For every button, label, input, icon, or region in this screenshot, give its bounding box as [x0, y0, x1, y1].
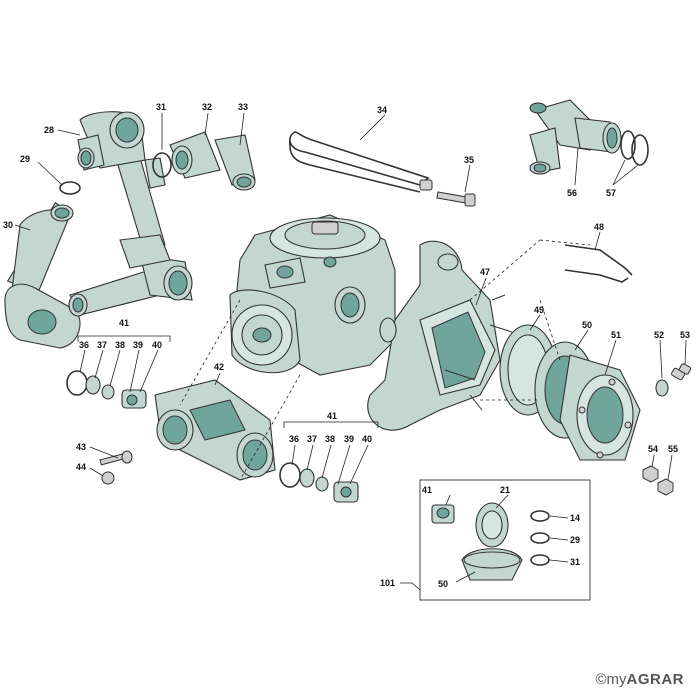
assembly-lines — [179, 239, 591, 481]
callout-101: 101 — [380, 578, 395, 588]
callout-47: 47 — [480, 267, 490, 277]
valve-53 — [671, 363, 692, 381]
callout-37-lower: 37 — [307, 434, 317, 444]
callout-32: 32 — [202, 102, 212, 112]
callout-51: 51 — [611, 330, 621, 340]
callout-29-kit: 29 — [570, 535, 580, 545]
manifold-42 — [154, 379, 276, 481]
callout-44: 44 — [76, 462, 86, 472]
callout-35: 35 — [464, 155, 474, 165]
nut-55 — [657, 478, 674, 496]
bolt-43 — [99, 450, 133, 466]
callout-55: 55 — [668, 444, 678, 454]
callout-50-kit: 50 — [438, 579, 448, 589]
repair-kit-101 — [400, 479, 591, 601]
callout-43: 43 — [76, 442, 86, 452]
callout-41-kit: 41 — [422, 485, 432, 495]
nut-54 — [642, 465, 659, 483]
cover-51 — [559, 354, 641, 461]
callout-42: 42 — [214, 362, 224, 372]
callout-50: 50 — [582, 320, 592, 330]
housing-47 — [367, 240, 513, 431]
callout-41-lower: 41 — [327, 411, 337, 421]
callout-40-lower: 40 — [362, 434, 372, 444]
callout-39-upper: 39 — [133, 340, 143, 350]
o-rings-57 — [620, 130, 649, 166]
callout-56: 56 — [567, 188, 577, 198]
leader-lines — [14, 112, 687, 583]
copyright-icon: © — [595, 671, 607, 688]
callout-37-upper: 37 — [97, 340, 107, 350]
callout-54: 54 — [648, 444, 658, 454]
callout-39-lower: 39 — [344, 434, 354, 444]
callout-36-lower: 36 — [289, 434, 299, 444]
pump-body — [229, 214, 396, 376]
callout-33: 33 — [238, 102, 248, 112]
callout-41-upper: 41 — [119, 318, 129, 328]
bolt-35 — [436, 191, 476, 207]
callout-49: 49 — [534, 305, 544, 315]
callout-48: 48 — [594, 222, 604, 232]
bracket-34 — [289, 131, 433, 193]
bracket-48 — [564, 244, 633, 283]
suction-pipe-assembly — [4, 111, 256, 349]
watermark-brand: AGRAR — [626, 671, 684, 688]
callout-38-upper: 38 — [115, 340, 125, 350]
valve-group-lower — [279, 462, 359, 503]
valve-group-upper — [66, 370, 147, 409]
bolt-44 — [101, 471, 115, 485]
callout-30: 30 — [3, 220, 13, 230]
fitting-56 — [529, 99, 622, 175]
callout-28: 28 — [44, 125, 54, 135]
callout-labels: 28 29 30 31 32 33 34 35 56 57 48 47 49 5… — [3, 102, 690, 589]
watermark: ©myAGRAR — [595, 671, 684, 688]
callout-31: 31 — [156, 102, 166, 112]
callout-38-lower: 38 — [325, 434, 335, 444]
callout-53: 53 — [680, 330, 690, 340]
callout-40-upper: 40 — [152, 340, 162, 350]
callout-34: 34 — [377, 105, 387, 115]
plug-52 — [655, 379, 669, 397]
watermark-prefix: my — [606, 671, 627, 688]
callout-29: 29 — [20, 154, 30, 164]
callout-36-upper: 36 — [79, 340, 89, 350]
callout-14: 14 — [570, 513, 580, 523]
callout-52: 52 — [654, 330, 664, 340]
callout-21: 21 — [500, 485, 510, 495]
callout-57: 57 — [606, 188, 616, 198]
callout-31-kit: 31 — [570, 557, 580, 567]
